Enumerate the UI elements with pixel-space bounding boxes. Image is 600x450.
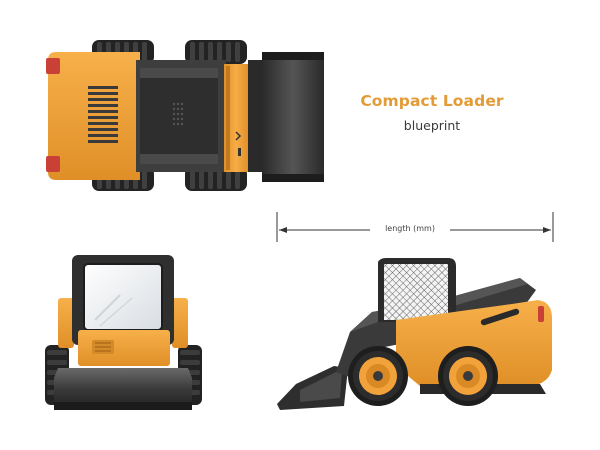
top-view	[46, 40, 324, 191]
title: Compact Loader	[360, 92, 504, 110]
tail-light-left	[46, 58, 60, 74]
subtitle: blueprint	[403, 118, 461, 133]
roof-vent	[172, 102, 184, 126]
engine-vent	[88, 86, 118, 143]
side-view-wheels	[348, 346, 498, 406]
front-view	[45, 255, 202, 410]
side-tail-light	[538, 306, 544, 322]
tail-light-right	[46, 156, 60, 172]
dimension-label: length (mm)	[370, 224, 450, 233]
side-view	[277, 258, 552, 410]
